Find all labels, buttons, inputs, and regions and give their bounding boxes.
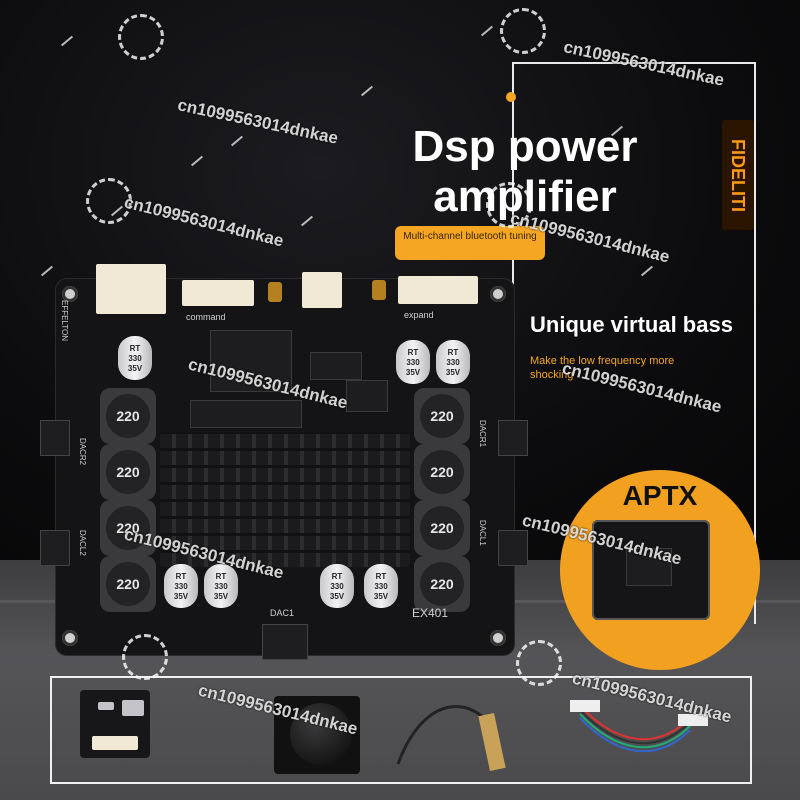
watermark-icon [122,634,168,680]
usb-c-port [98,702,114,710]
headline-line-1: Dsp power [412,122,638,171]
crystal [268,282,282,302]
antenna-cable [396,705,506,772]
watermark-icon [516,640,562,686]
aptx-label: APTX [622,480,698,511]
usb-port [122,700,144,716]
channel-label: DAC1 [270,608,295,618]
speaker-terminal [40,530,70,566]
mounting-hole [62,630,78,646]
speaker-terminal [40,420,70,456]
inductor: 220 [100,444,156,500]
power-connector [96,264,166,314]
channel-label: DACL2 [78,530,87,556]
connector-label-expand: expand [404,310,434,320]
watermark-icon [86,178,132,224]
bluetooth-chip [626,548,672,586]
maker-label: EFFELTON [60,300,69,342]
ic-chip [310,352,362,380]
inductor: 220 [414,556,470,612]
feature-title: Unique virtual bass [530,312,733,337]
watermark-icon [486,182,532,228]
channel-label: DACR1 [478,420,487,448]
inductor: 220 [100,500,156,556]
inductor: 220 [414,500,470,556]
speaker-terminal [498,530,528,566]
channel-label: DACL1 [478,520,487,546]
watermark-icon [118,14,164,60]
accessory-tray [50,676,752,784]
ic-chip [346,380,388,412]
tuning-pill: Multi-channel bluetooth tuning [395,226,545,260]
mounting-hole [62,286,78,302]
watermark-icon [500,8,546,54]
ic-chip [190,400,302,428]
speaker-terminal [262,624,308,660]
expand-connector [398,276,478,304]
small-connector [302,272,342,308]
ribbon-connector [92,736,138,750]
inductor: 220 [414,444,470,500]
speaker-terminal [498,420,528,456]
brand-side-label: FIDELITI [722,120,754,230]
feature-caption: Make the low frequency more shocking [530,355,675,381]
crystal [372,280,386,300]
accent-dot [506,92,516,102]
inductor: 220 [100,388,156,444]
connector-label-command: command [186,312,226,322]
mounting-hole [490,286,506,302]
volume-knob [290,703,352,765]
wire-harness [570,700,708,753]
inductor: 220 [100,556,156,612]
command-connector [182,280,254,306]
heatsink-fins [160,432,410,567]
dsp-chip [210,330,292,392]
mounting-hole [490,630,506,646]
inductor: 220 [414,388,470,444]
model-label: EX401 [412,606,449,620]
channel-label: DACR2 [78,438,87,466]
